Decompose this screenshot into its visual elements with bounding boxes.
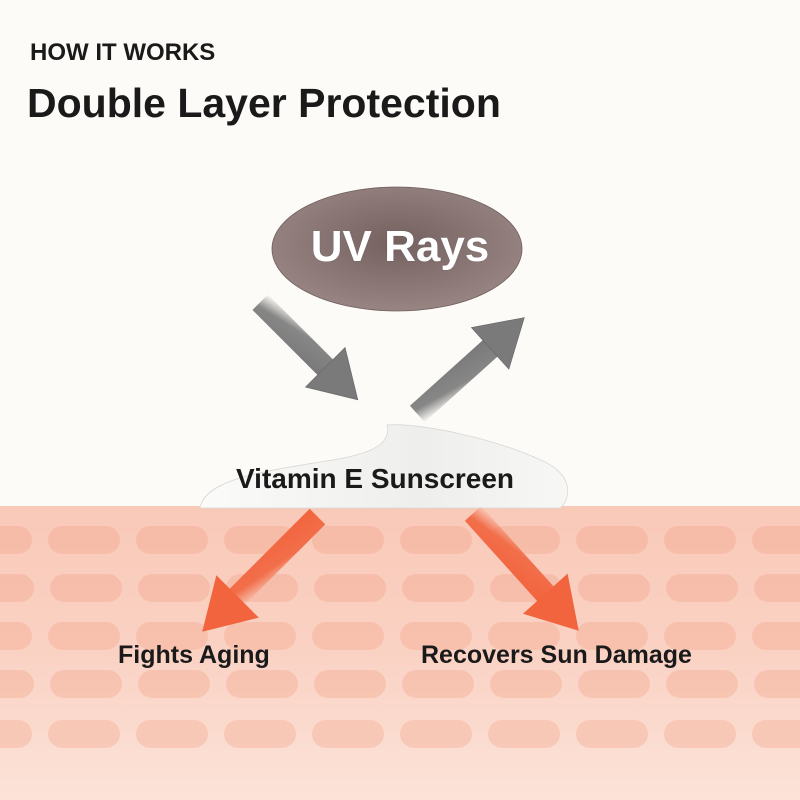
skin-cell — [400, 526, 472, 554]
recovers-damage-arrow-icon — [464, 506, 579, 631]
skin-cell — [50, 670, 122, 698]
skin-cell — [314, 574, 386, 602]
skin-cell — [576, 720, 648, 748]
skin-cell — [488, 720, 560, 748]
uv-rays-label: UV Rays — [310, 222, 490, 271]
skin-cell — [664, 720, 736, 748]
skin-cell — [0, 622, 32, 650]
skin-cell — [576, 622, 648, 650]
skin-cell — [0, 720, 32, 748]
skin-layer — [0, 506, 800, 800]
skin-cell — [138, 670, 210, 698]
skin-cell — [402, 574, 474, 602]
skin-cell — [578, 670, 650, 698]
skin-cell — [0, 574, 34, 602]
skin-cell — [136, 526, 208, 554]
skin-cell — [754, 670, 800, 698]
skin-cell — [224, 720, 296, 748]
section-eyebrow: HOW IT WORKS — [30, 39, 216, 66]
skin-cell — [666, 670, 738, 698]
skin-cell — [576, 526, 648, 554]
skin-cell — [48, 720, 120, 748]
skin-cell — [400, 720, 472, 748]
skin-cell — [312, 622, 384, 650]
skin-cell — [136, 622, 208, 650]
uv-rays-ellipse — [271, 186, 523, 312]
skin-cell — [224, 622, 296, 650]
skin-cell — [752, 720, 800, 748]
skin-cell — [312, 526, 384, 554]
skin-cell — [0, 526, 32, 554]
sunscreen-cream-shape — [199, 424, 569, 509]
skin-cell — [754, 574, 800, 602]
skin-cell — [402, 670, 474, 698]
skin-cell — [0, 670, 34, 698]
fights-aging-arrow-icon — [202, 508, 326, 632]
benefit-fights-aging: Fights Aging — [118, 641, 270, 669]
skin-cell — [312, 720, 384, 748]
skin-cell — [138, 574, 210, 602]
skin-cell — [136, 720, 208, 748]
skin-cell — [48, 622, 120, 650]
skin-cell — [578, 574, 650, 602]
uv-incoming-arrow-icon — [252, 294, 359, 401]
skin-cell — [50, 574, 122, 602]
skin-cell — [226, 670, 298, 698]
skin-cell — [490, 670, 562, 698]
skin-cell — [48, 526, 120, 554]
skin-cell — [664, 526, 736, 554]
skin-cell — [314, 670, 386, 698]
skin-cell — [752, 622, 800, 650]
skin-cell — [488, 622, 560, 650]
skin-cell — [664, 622, 736, 650]
sunscreen-label: Vitamin E Sunscreen — [236, 463, 515, 494]
skin-cell — [752, 526, 800, 554]
skin-cell — [666, 574, 738, 602]
skin-cell — [400, 622, 472, 650]
uv-reflected-arrow-icon — [409, 317, 525, 423]
benefit-recovers-sun-damage: Recovers Sun Damage — [421, 641, 692, 669]
page-title: Double Layer Protection — [27, 80, 501, 126]
